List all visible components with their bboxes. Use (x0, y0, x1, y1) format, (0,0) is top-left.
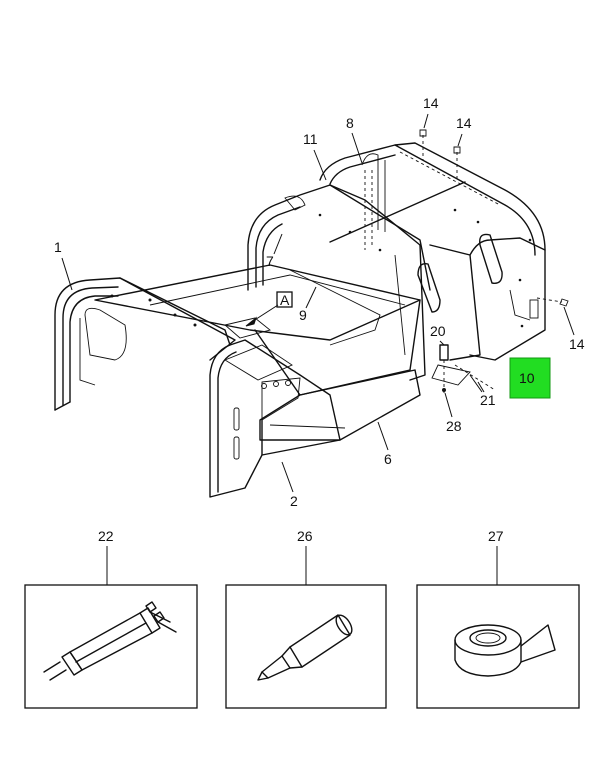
consumable-27: 27 (416, 528, 580, 709)
callout-28[interactable]: 28 (446, 418, 462, 434)
callout-11[interactable]: 11 (303, 131, 318, 147)
front-fender-right (209, 339, 341, 498)
front-fender-left (54, 277, 236, 411)
callout-2[interactable]: 2 (290, 493, 298, 509)
middle-arch (247, 184, 431, 381)
callout-8[interactable]: 8 (346, 115, 354, 131)
callout-20[interactable]: 20 (430, 323, 446, 339)
callout-22[interactable]: 22 (98, 528, 114, 544)
adhesive-tube-icon (257, 614, 353, 681)
callout-14-mid[interactable]: 14 (456, 115, 472, 131)
callout-7[interactable]: 7 (266, 253, 274, 269)
callout-27[interactable]: 27 (488, 528, 504, 544)
consumable-22: 22 (24, 528, 198, 709)
tape-roll-icon (454, 624, 556, 677)
body-assembly (54, 129, 569, 498)
rear-box-assembly (319, 142, 546, 361)
consumable-26: 26 (225, 528, 387, 709)
callout-14-right[interactable]: 14 (569, 336, 585, 352)
callout-1[interactable]: 1 (54, 239, 62, 255)
dual-syringe-icon (43, 601, 177, 681)
callout-10[interactable]: 10 (519, 370, 535, 386)
callout-14-top[interactable]: 14 (423, 95, 439, 111)
view-marker-a: A (245, 291, 293, 327)
callout-26[interactable]: 26 (297, 528, 313, 544)
callout-21[interactable]: 21 (480, 392, 496, 408)
highlight-callout-10[interactable] (509, 357, 551, 399)
view-marker-label: A (280, 292, 290, 308)
callout-9[interactable]: 9 (299, 307, 307, 323)
callout-6[interactable]: 6 (384, 451, 392, 467)
